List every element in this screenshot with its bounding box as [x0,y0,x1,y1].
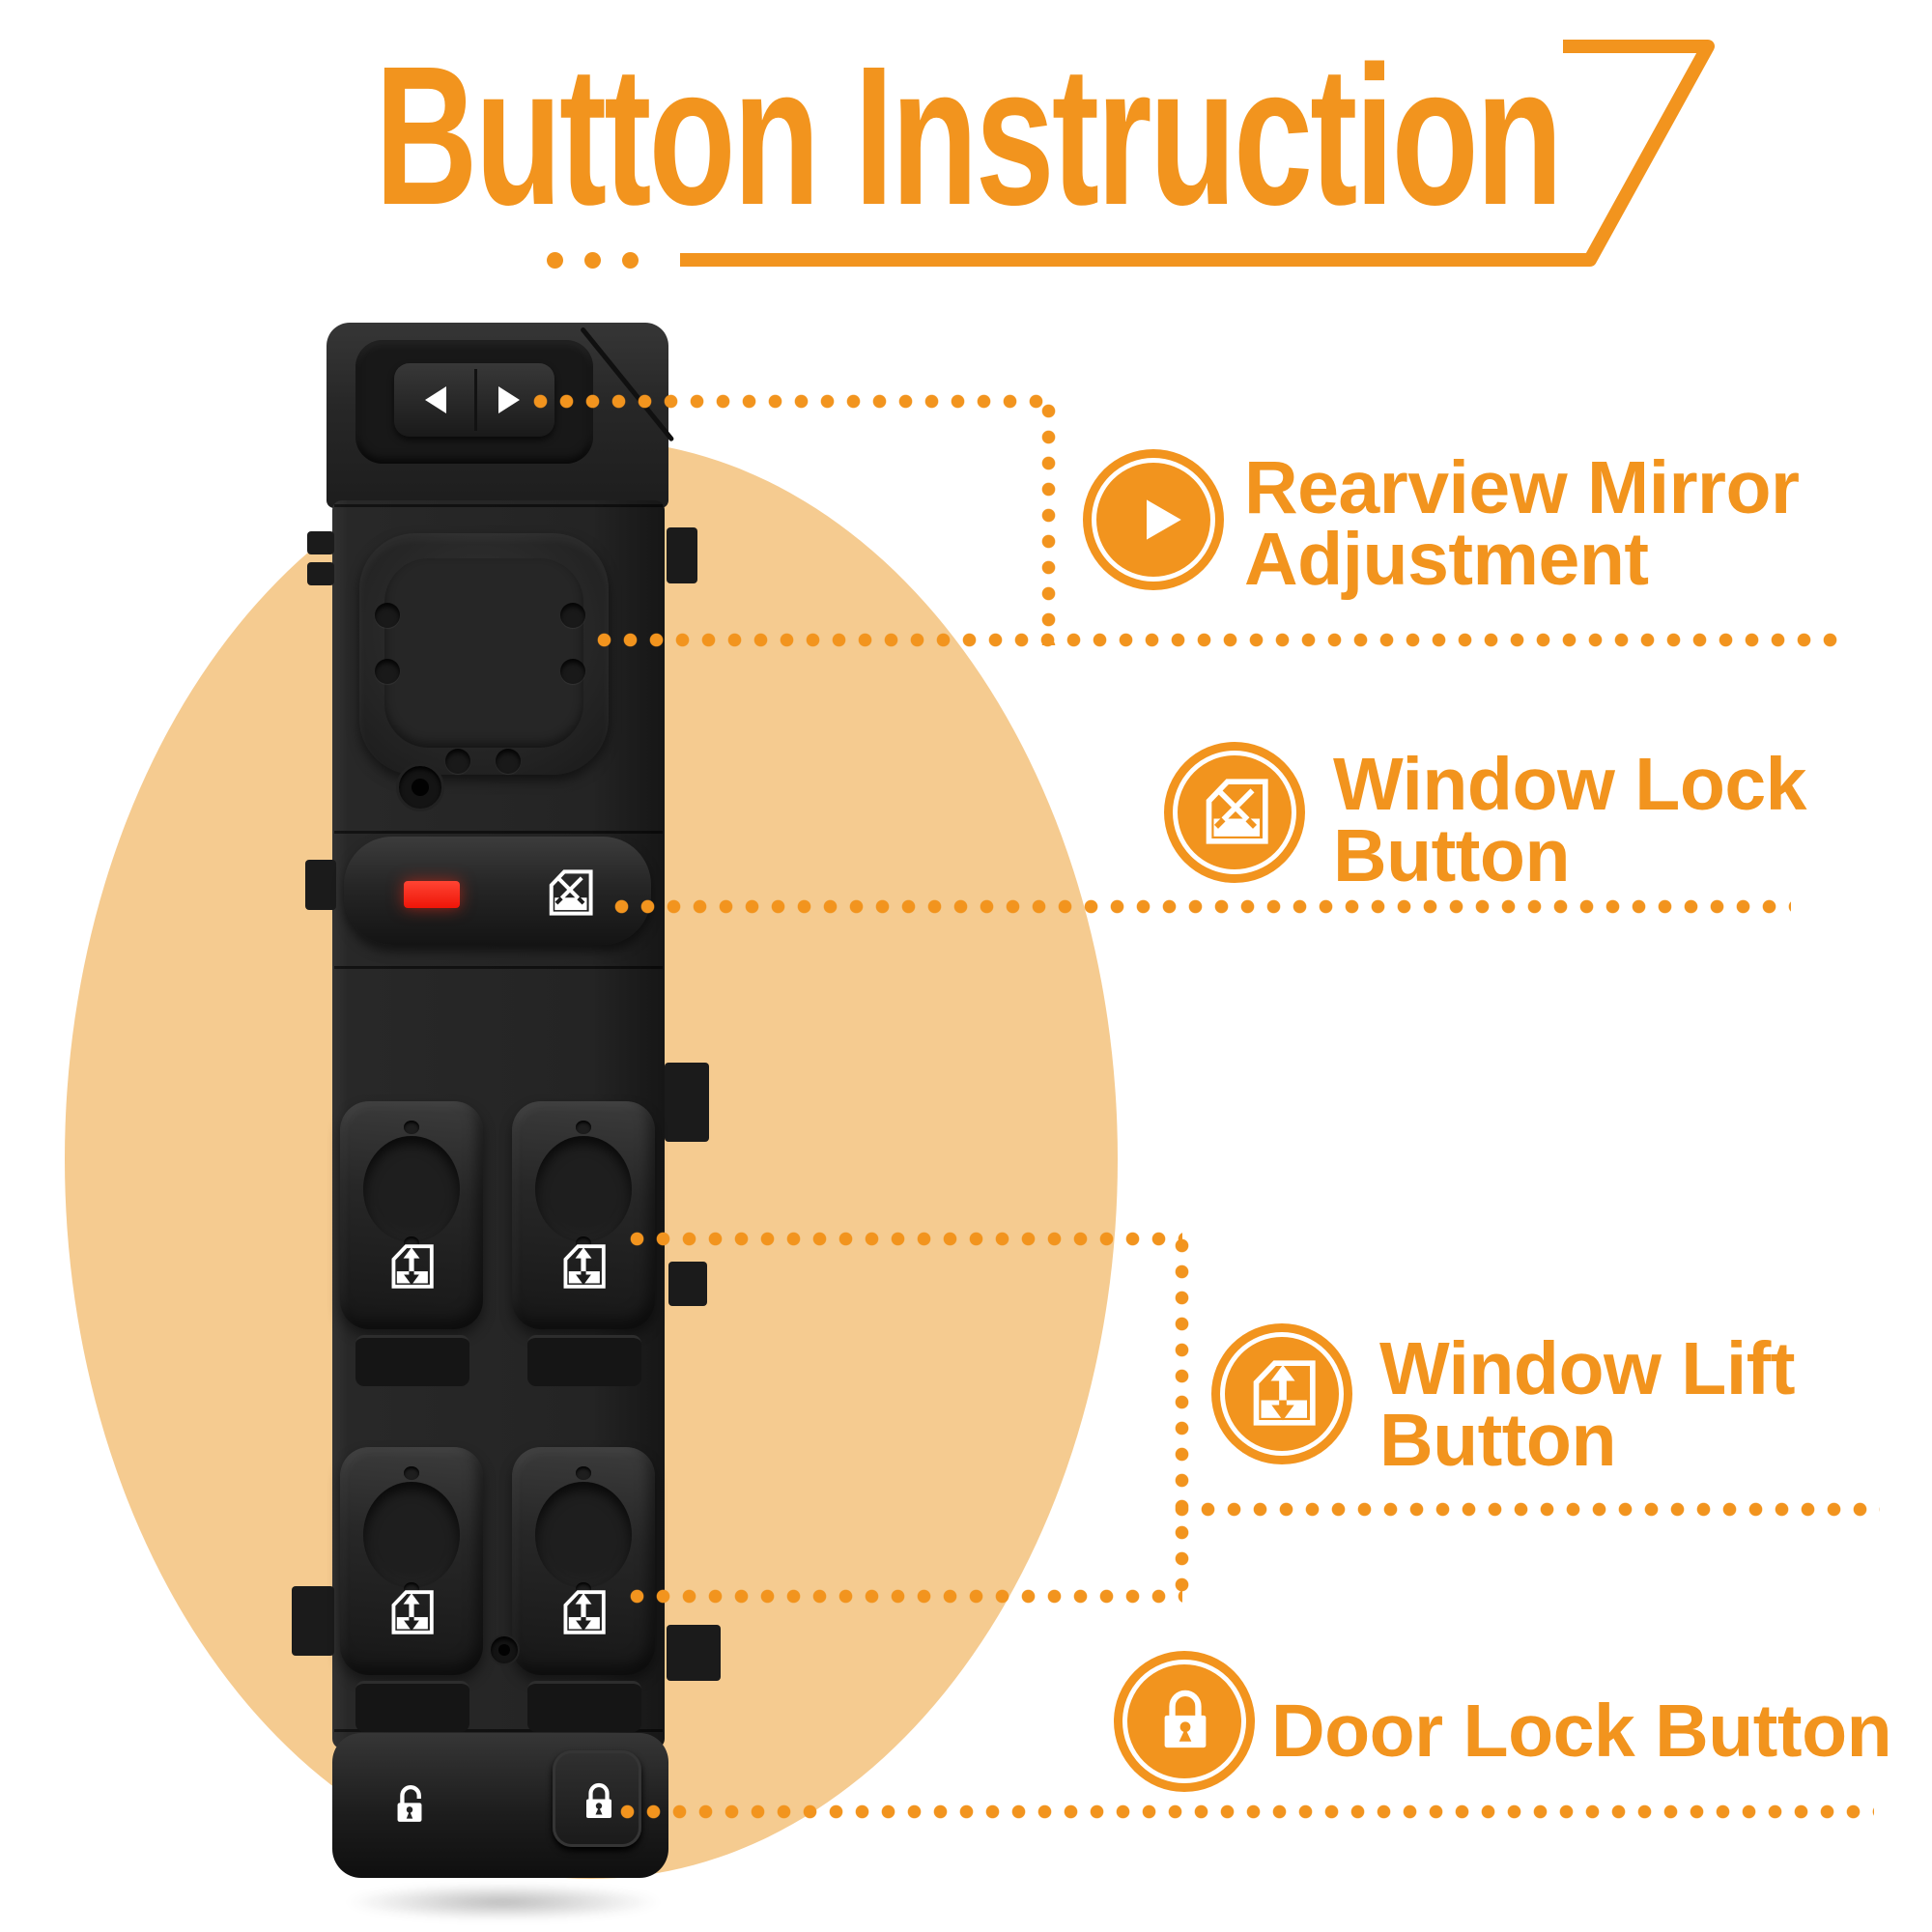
callout-window-lock: Window Lock Button [1333,743,1807,897]
mounting-tab [292,1586,334,1656]
panel-seam [334,831,663,834]
door-lock-badge [1114,1651,1255,1792]
connector-window-lift-label [1175,1502,1880,1517]
connector-rearview-top [533,394,1055,409]
panel-seam [334,966,663,969]
connector-window-lift-vertical [1175,1238,1189,1604]
mounting-tab [668,1262,707,1306]
connector-window-lift-upper [630,1232,1182,1246]
rear-left-window-lift-switch [340,1447,483,1675]
rocker-recess [363,1482,460,1588]
panel-reflection [344,1884,663,1920]
connector-window-lock [614,899,1791,914]
rear-right-window-lift-switch [512,1447,655,1675]
door-unlock-icon [397,1784,422,1822]
rocker-recess [535,1482,632,1588]
window-lift-icon [1253,1360,1316,1426]
rocker-notch [404,1121,419,1134]
window-lock-indicator-light [404,881,460,908]
connector-rearview-label [597,633,1843,647]
mirror-selector-switch [394,363,554,437]
connector-rearview-vertical [1041,404,1056,645]
mounting-tab [667,1625,721,1681]
rocker-base-trim [355,1335,469,1386]
callout-line: Window Lift [1379,1327,1796,1410]
window-lock-icon [1206,779,1268,844]
window-lock-badge [1164,742,1305,883]
mounting-tab [667,527,697,583]
play-icon [1147,499,1181,540]
rocker-notch [576,1121,591,1134]
door-lock-icon [1164,1690,1207,1748]
callout-line: Button [1379,1399,1617,1482]
window-lift-icon [391,1244,434,1289]
screw-hole [489,1634,520,1665]
pad-dimple [375,603,400,628]
callout-line: Door Lock Button [1271,1690,1892,1773]
door-lock-button [553,1750,641,1847]
front-right-window-lift-switch [512,1101,655,1329]
pad-dimple [496,749,521,774]
door-lock-icon [586,1782,611,1818]
callout-rearview-mirror: Rearview Mirror Adjustment [1244,446,1800,601]
pad-dimple [560,603,585,628]
rearview-mirror-badge [1083,449,1224,590]
front-left-window-lift-switch [340,1101,483,1329]
callout-line: Window Lock [1333,743,1807,826]
callout-line: Rearview Mirror [1244,446,1800,529]
title-underline-slash [680,40,1715,267]
connector-window-lift-lower [630,1589,1182,1604]
screw-hole-center [498,1644,510,1656]
panel-seam [334,504,663,507]
callout-window-lift: Window Lift Button [1379,1327,1796,1482]
rocker-notch [404,1466,419,1480]
screw-hole-center [412,779,429,796]
pad-dimple [445,749,470,774]
mounting-tab [665,1063,709,1142]
mounting-tab [307,562,334,585]
rocker-base-trim [527,1335,641,1386]
mirror-select-left-arrow-icon [425,386,446,413]
window-lift-badge [1211,1323,1352,1464]
rocker-base-trim [355,1681,469,1732]
callout-line: Adjustment [1244,518,1649,601]
dot [622,252,639,269]
mirror-select-right-arrow-icon [498,386,520,413]
dot [547,252,563,269]
mirror-adjustment-pad-center [384,558,583,748]
rocker-recess [535,1136,632,1242]
callout-line: Button [1333,814,1571,897]
mounting-tab [305,860,336,910]
page-title: Button Instruction [375,25,1563,246]
connector-door-lock [620,1804,1874,1819]
mounting-tab [307,531,334,554]
panel-seam [334,1729,663,1732]
pad-dimple [375,659,400,684]
screw-hole [396,763,444,811]
rocker-recess [363,1136,460,1242]
window-lift-icon [563,1590,606,1634]
window-lock-icon [549,869,593,916]
dot [584,252,601,269]
rocker-base-trim [527,1681,641,1732]
rocker-notch [576,1466,591,1480]
title-dots [547,252,639,269]
window-lift-icon [563,1244,606,1289]
callout-door-lock: Door Lock Button [1271,1690,1892,1773]
window-lift-icon [391,1590,434,1634]
window-lock-switch [344,837,651,945]
pad-dimple [560,659,585,684]
